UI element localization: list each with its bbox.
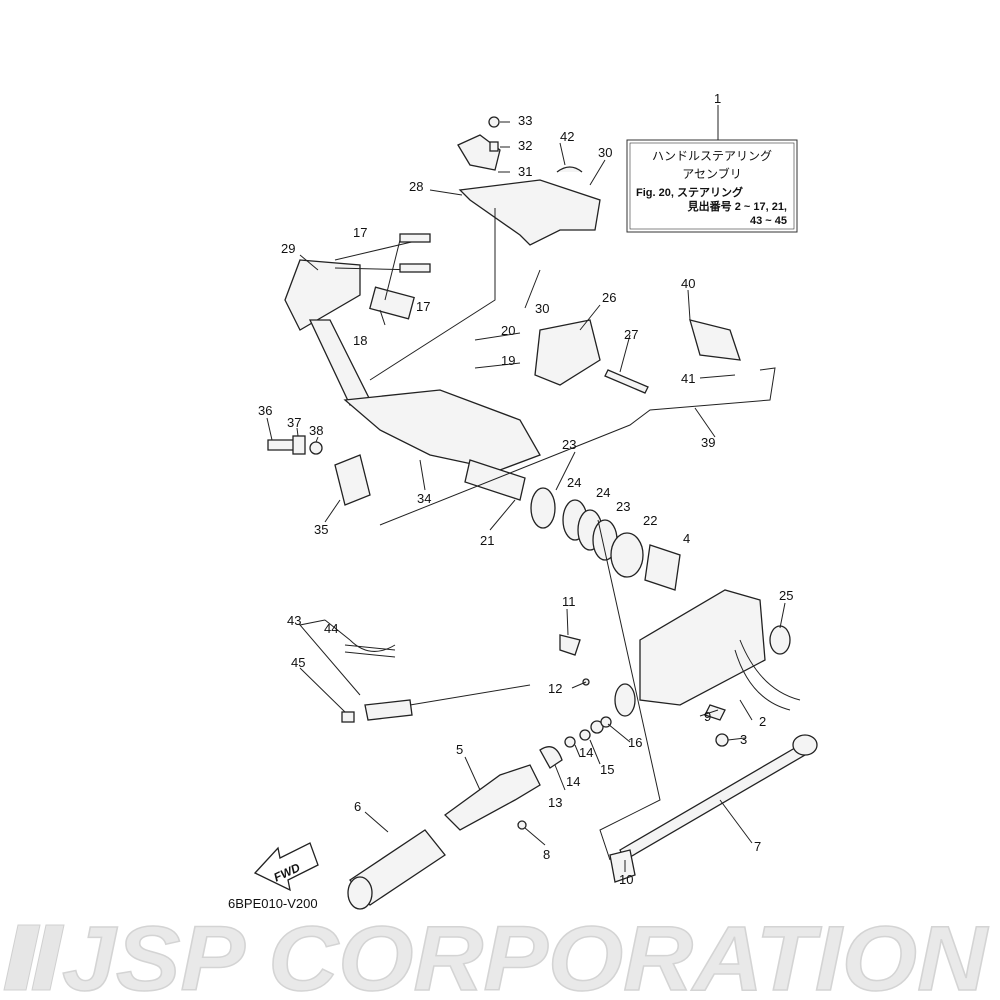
- callouts: 1 33 32 31 42 30 28 17 29 17 18 30 26 40…: [258, 91, 793, 887]
- callout: 3: [740, 732, 747, 747]
- part-11: [559, 634, 581, 656]
- part-cable-end: [399, 233, 431, 243]
- callout: 30: [535, 301, 549, 316]
- diagram-code: 6BPE010-V200: [228, 896, 318, 911]
- callout: 38: [309, 423, 323, 438]
- note-line: ハンドルステアリング: [652, 149, 772, 163]
- callout: 11: [562, 594, 576, 609]
- part-13: [539, 746, 563, 769]
- callout: 40: [681, 276, 695, 291]
- part-bolt: [604, 369, 649, 394]
- callout: 17: [353, 225, 367, 240]
- fwd-arrow: FWD: [253, 842, 319, 892]
- callout: 29: [281, 241, 295, 256]
- callout: 45: [291, 655, 305, 670]
- note-line: 見出番号 2 ~ 17, 21,: [687, 199, 787, 213]
- callout: 44: [324, 621, 338, 636]
- callout: 16: [628, 735, 642, 750]
- part-washer-38: [309, 441, 323, 455]
- part-10: [609, 849, 636, 883]
- callout: 23: [616, 499, 630, 514]
- part-bushing: [610, 532, 644, 578]
- callout: 30: [598, 145, 612, 160]
- part-ring: [530, 487, 556, 529]
- callout: 5: [456, 742, 463, 757]
- part-3: [715, 733, 729, 747]
- callout: 2: [759, 714, 766, 729]
- part-lanyard-plug: [364, 699, 413, 721]
- part-shaft-end: [614, 683, 636, 717]
- part-5: [444, 764, 541, 831]
- callout: 32: [518, 138, 532, 153]
- callout: 28: [409, 179, 423, 194]
- callout: 24: [596, 485, 610, 500]
- part-linkage: [689, 319, 741, 361]
- callout: 20: [501, 323, 515, 338]
- callout: 13: [548, 795, 562, 810]
- callout: 7: [754, 839, 761, 854]
- part-45: [341, 711, 355, 723]
- part-bracket: [457, 134, 501, 171]
- callout: 18: [353, 333, 367, 348]
- part-9: [704, 704, 726, 721]
- callout: 36: [258, 403, 272, 418]
- part-collar: [489, 141, 499, 152]
- part-collar-37: [292, 435, 306, 455]
- callout: 31: [518, 164, 532, 179]
- part-bracket-main: [343, 389, 541, 471]
- part-cover-26: [534, 319, 601, 386]
- parts: [266, 116, 818, 910]
- callout: 6: [354, 799, 361, 814]
- callout: 10: [619, 872, 633, 887]
- callout: 14: [579, 745, 593, 760]
- callout: 37: [287, 415, 301, 430]
- callout: 9: [704, 709, 711, 724]
- callout: 42: [560, 129, 574, 144]
- note-line: 43 ~ 45: [750, 215, 787, 227]
- callout: 22: [643, 513, 657, 528]
- part-block: [369, 286, 415, 320]
- watermark: JSP CORPORATION: [3, 907, 990, 1000]
- part-25: [769, 625, 791, 655]
- callout: 43: [287, 613, 301, 628]
- part-shaft: [464, 459, 526, 501]
- part-6-end: [347, 876, 373, 910]
- callout: 8: [543, 847, 550, 862]
- callout: 24: [567, 475, 581, 490]
- callout: 19: [501, 353, 515, 368]
- part-cover: [458, 179, 601, 246]
- note-line: Fig. 20, ステアリング: [636, 185, 743, 199]
- callout: 17: [416, 299, 430, 314]
- part-cable-end: [399, 263, 431, 273]
- callout: 23: [562, 437, 576, 452]
- callout: 21: [480, 533, 494, 548]
- callout: 15: [600, 762, 614, 777]
- callout: 4: [683, 531, 690, 546]
- part-tiller-body: [639, 589, 766, 706]
- part-7: [619, 744, 806, 861]
- callout: 12: [548, 681, 562, 696]
- part-clamp-35: [334, 454, 371, 506]
- note-line: アセンブリ: [682, 166, 741, 181]
- callout: 34: [417, 491, 431, 506]
- part-grommet: [284, 259, 361, 331]
- part-screw: [488, 116, 500, 128]
- callout: 1: [714, 91, 721, 106]
- watermark-text: JSP CORPORATION: [62, 908, 990, 1000]
- callout: 33: [518, 113, 532, 128]
- callout: 27: [624, 327, 638, 342]
- callout: 25: [779, 588, 793, 603]
- part-clip: [556, 166, 583, 173]
- callout: 39: [701, 435, 715, 450]
- callout: 14: [566, 774, 580, 789]
- note-box: ハンドルステアリング アセンブリ Fig. 20, ステアリング 見出番号 2 …: [626, 105, 798, 233]
- part-4: [644, 544, 681, 591]
- callout: 35: [314, 522, 328, 537]
- callout: 41: [681, 371, 695, 386]
- callout: 26: [602, 290, 616, 305]
- part-8: [517, 820, 527, 830]
